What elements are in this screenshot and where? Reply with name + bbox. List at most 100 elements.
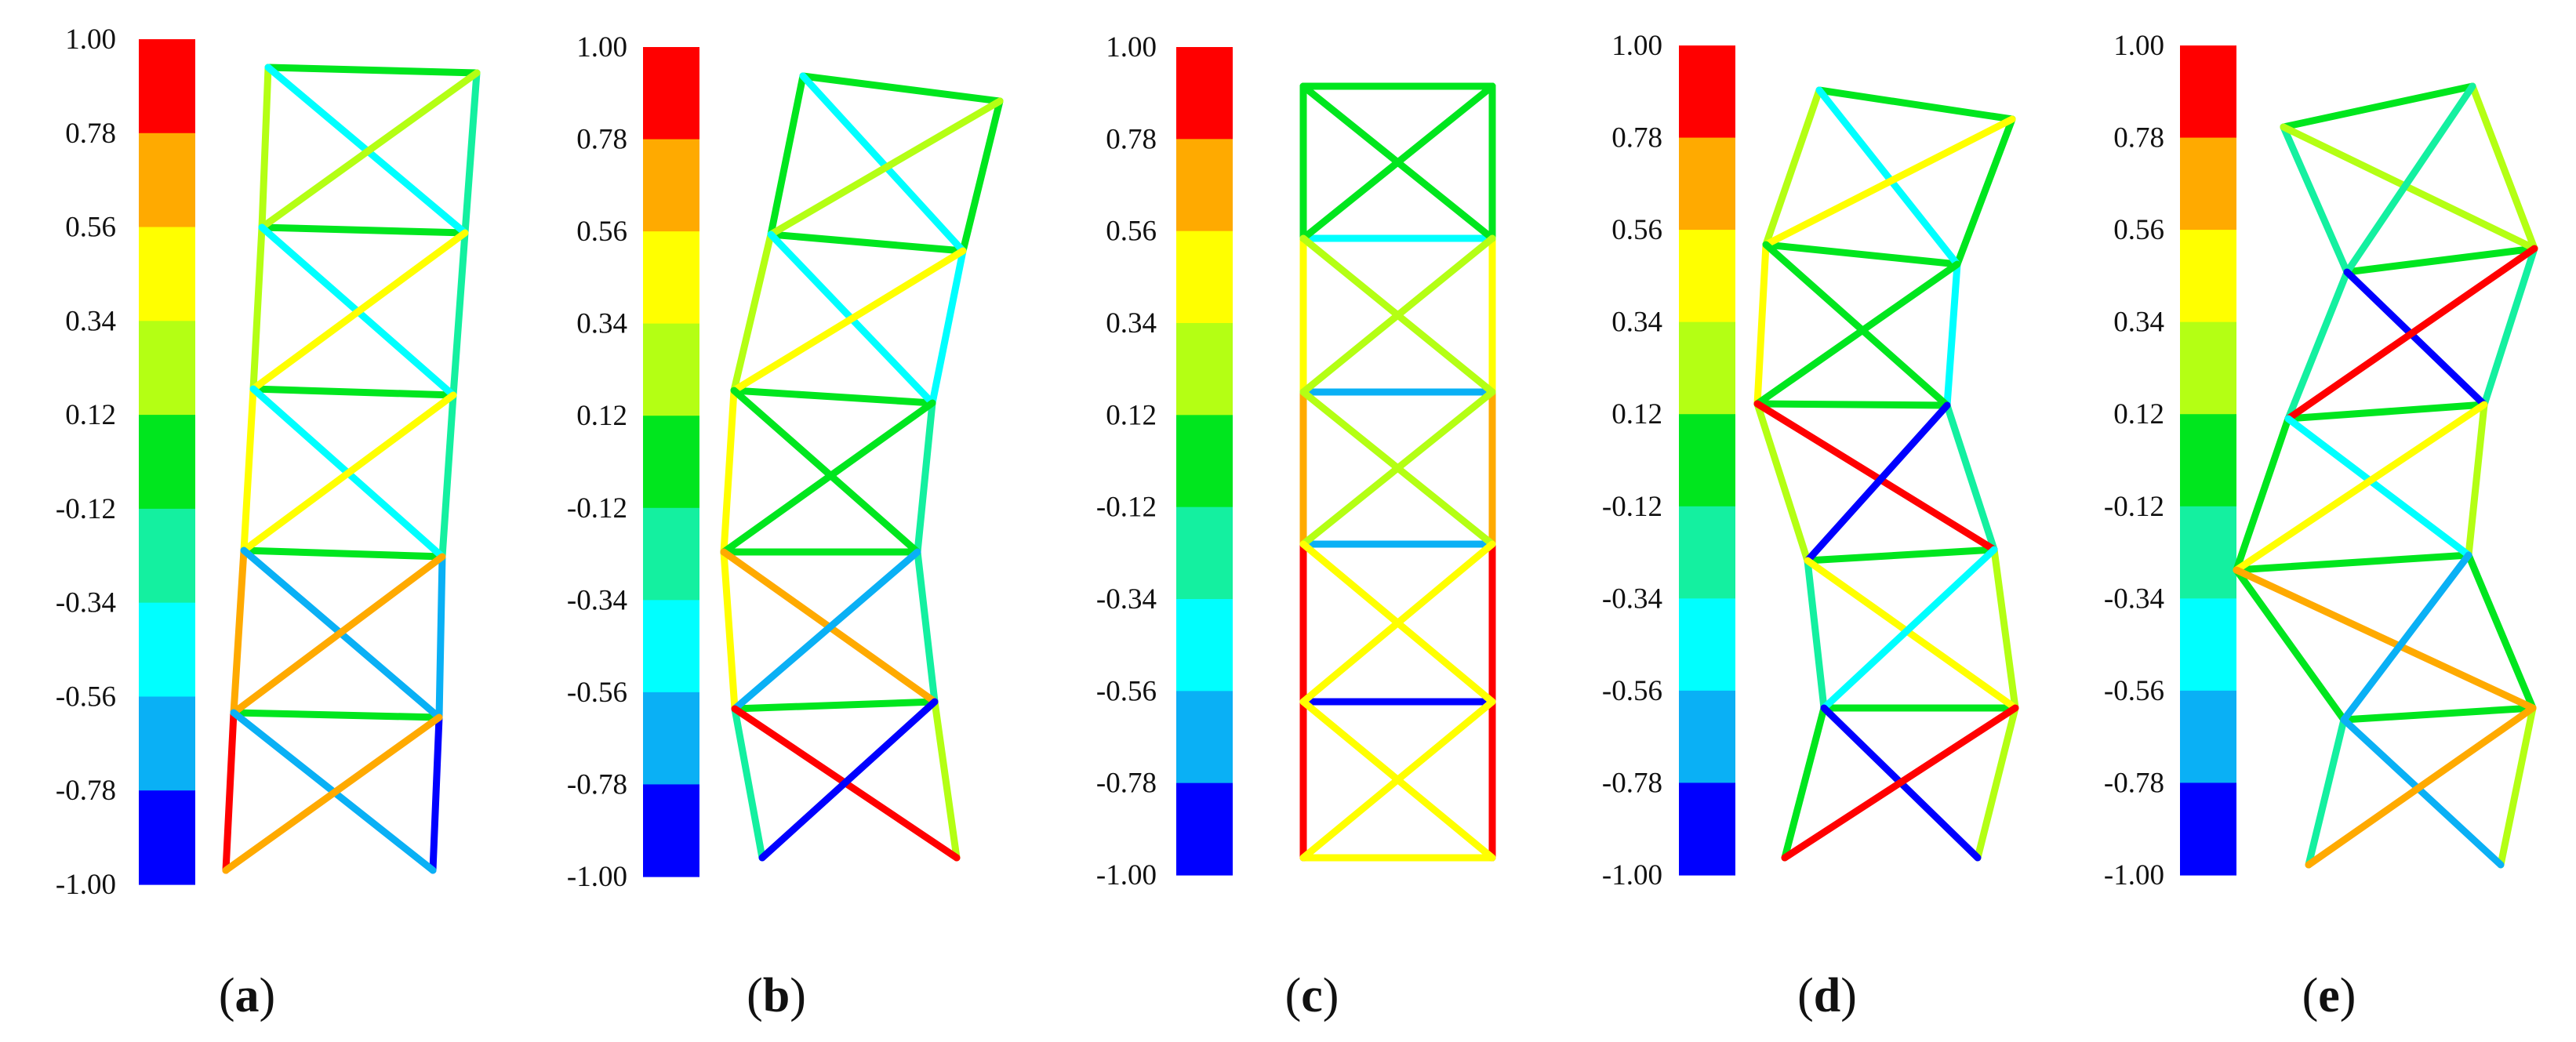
truss-member-diag (230, 553, 446, 717)
panel-caption: (e) (2302, 969, 2356, 1022)
colorbar-tick-label: 0.56 (1611, 214, 1662, 246)
truss-member-chord (2340, 704, 2537, 724)
truss-member-diag (240, 391, 457, 554)
colorbar-band-teal (1679, 506, 1735, 599)
colorbar-tick-label: -0.12 (1602, 491, 1662, 523)
truss-member-chord (264, 64, 481, 77)
colorbar-band-red (1176, 47, 1233, 140)
colorbar-band-sky-blue (2180, 690, 2236, 784)
truss-member-left (2284, 268, 2351, 423)
colorbar-tick-label: 0.34 (1106, 307, 1157, 339)
truss-member-diag (2280, 123, 2538, 252)
truss-member-diag (720, 399, 936, 556)
colorbar-tick-label: 0.12 (65, 399, 116, 431)
truss-member-left (720, 387, 738, 556)
colorbar-tick-label: -1.00 (2104, 859, 2164, 891)
truss-member-left (240, 385, 257, 554)
truss-member-diag (2284, 415, 2472, 559)
colorbar-tick-label: -0.56 (567, 677, 627, 709)
colorbar-band-red (2180, 45, 2236, 139)
colorbar-tick-label: -0.78 (56, 775, 116, 807)
truss-member-chord (731, 698, 939, 713)
truss-member-right (931, 698, 961, 862)
colorbar-band-orange (643, 139, 699, 232)
truss-member-diag (730, 247, 967, 394)
colorbar-band-blue (2180, 782, 2236, 876)
colorbar-tick-label: -0.12 (56, 493, 116, 525)
truss-member-right (449, 229, 469, 399)
truss-member-right (438, 391, 457, 561)
colorbar-band-yellow (2180, 230, 2236, 323)
colorbar-band-red (139, 39, 195, 134)
colorbar-tick-label: 0.12 (2113, 398, 2164, 430)
colorbar-band-orange (139, 133, 195, 228)
colorbar-tick-label: -1.00 (567, 861, 627, 893)
truss-member-diag (258, 69, 481, 231)
truss-member-left (1762, 86, 1823, 249)
colorbar-tick-label: -0.12 (567, 492, 627, 525)
truss-member-right (2469, 82, 2538, 252)
truss-member-chord (767, 231, 967, 255)
truss-member-diag (2343, 82, 2476, 276)
colorbar-tick-label: 0.78 (1106, 123, 1157, 155)
colorbar-band-blue (1176, 782, 1233, 876)
truss-member-diag (1753, 400, 1998, 554)
colorbar-tick-label: 0.78 (1611, 122, 1662, 154)
truss-member-diag (758, 698, 939, 862)
colorbar-tick-label: -0.78 (1096, 768, 1157, 800)
truss-member-left (1804, 557, 1828, 712)
panel-label: a (235, 969, 260, 1022)
truss-member-right (1990, 546, 2019, 712)
truss-member-diag (1299, 388, 1496, 548)
truss-member-left (1753, 400, 1811, 565)
panel-caption: (c) (1285, 969, 1339, 1022)
colorbar-band-teal (2180, 506, 2236, 599)
truss-member-right (2465, 551, 2537, 712)
truss-member-left (767, 72, 807, 238)
colorbar-band-teal (139, 508, 195, 604)
colorbar-band-blue (139, 790, 195, 885)
colorbar-tick-label: 0.56 (576, 216, 627, 248)
truss-member-left (730, 231, 775, 394)
truss-member-diag (731, 548, 921, 713)
panel-caption: (d) (1797, 969, 1857, 1022)
truss-member-left (230, 546, 248, 717)
colorbar-tick-label: -0.34 (1602, 583, 1662, 615)
truss-member-diag (767, 97, 1004, 238)
truss-member-right (2497, 704, 2537, 869)
truss-member-left (2233, 415, 2292, 574)
colorbar-tick-label: 0.12 (1106, 399, 1157, 431)
colorbar-tick-label: -0.78 (2104, 767, 2164, 799)
colorbar-band-yellow-green (2180, 321, 2236, 415)
truss-member-diag (2284, 245, 2538, 423)
colorbar-tick-label: -0.78 (1602, 767, 1662, 799)
truss-member-diag (1299, 234, 1496, 396)
truss-member-diag (222, 713, 443, 874)
colorbar-tick-label: 0.78 (576, 124, 627, 156)
colorbar-tick-label: -0.56 (56, 681, 116, 713)
truss-member-left (2280, 123, 2351, 276)
colorbar-band-sky-blue (1176, 691, 1233, 784)
truss-member-diag (1781, 704, 2019, 862)
colorbar-band-yellow (1679, 230, 1735, 323)
colorbar-tick-label: -0.34 (567, 584, 627, 616)
colorbar-band-sky-blue (1679, 690, 1735, 784)
colorbar-band-yellow-green (1679, 321, 1735, 415)
truss-member-chord (2233, 551, 2472, 574)
truss-member-diag (249, 229, 469, 393)
colorbar-tick-label: 0.34 (2113, 307, 2164, 339)
truss-member-right (914, 399, 936, 556)
colorbar-tick-label: 0.12 (576, 400, 627, 432)
colorbar-band-blue (643, 784, 699, 877)
truss-member-chord (799, 72, 1004, 105)
panel-a: 1.000.780.560.340.12-0.12-0.34-0.56-0.78… (56, 24, 481, 1022)
truss-member-chord (1804, 546, 1998, 565)
truss-member-left (2233, 566, 2348, 724)
colorbar-tick-label: 1.00 (65, 24, 116, 56)
truss-member-left (1753, 241, 1770, 408)
colorbar-band-teal (1176, 506, 1233, 600)
truss-member-right (461, 69, 481, 237)
colorbar-band-sky-blue (139, 696, 195, 791)
colorbar-band-cyan (1679, 598, 1735, 692)
